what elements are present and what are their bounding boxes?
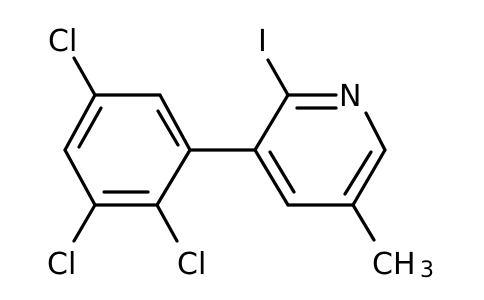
bond-methyl — [351, 203, 376, 242]
chlorine-label-bottom-right: Cl — [177, 247, 206, 282]
bond-pyridine-4 — [351, 148, 387, 207]
chlorine-label-bottom-left: Cl — [47, 247, 76, 282]
pyridine-ring — [253, 93, 387, 207]
bond-phenyl-6-inner — [77, 106, 103, 149]
bond-pyridine-1 — [253, 93, 290, 152]
bond-phenyl-2 — [158, 93, 192, 152]
nitrogen-label: N — [339, 79, 361, 114]
iodine-label: I — [258, 24, 267, 59]
chlorine-label-top: Cl — [48, 24, 77, 59]
bond-cl-bottom-left — [72, 203, 97, 243]
bond-iodine — [266, 58, 290, 97]
bond-phenyl-3 — [155, 148, 192, 207]
bond-cl-bottom-right — [155, 203, 179, 243]
bond-pyridine-3 — [364, 111, 387, 152]
bond-cl-top — [72, 56, 97, 97]
bond-phenyl-5 — [63, 148, 97, 207]
bond-pyridine-4-inner — [343, 150, 373, 196]
bond-pyridine-6-inner — [268, 150, 296, 194]
bond-phenyl-6 — [63, 93, 97, 152]
bond-phenyl-2-inner — [156, 109, 180, 147]
methyl-label: CH — [372, 247, 416, 282]
bond-pyridine-6 — [253, 148, 290, 207]
methyl-subscript: 3 — [420, 258, 434, 283]
trichlorophenyl-ring — [63, 93, 192, 207]
